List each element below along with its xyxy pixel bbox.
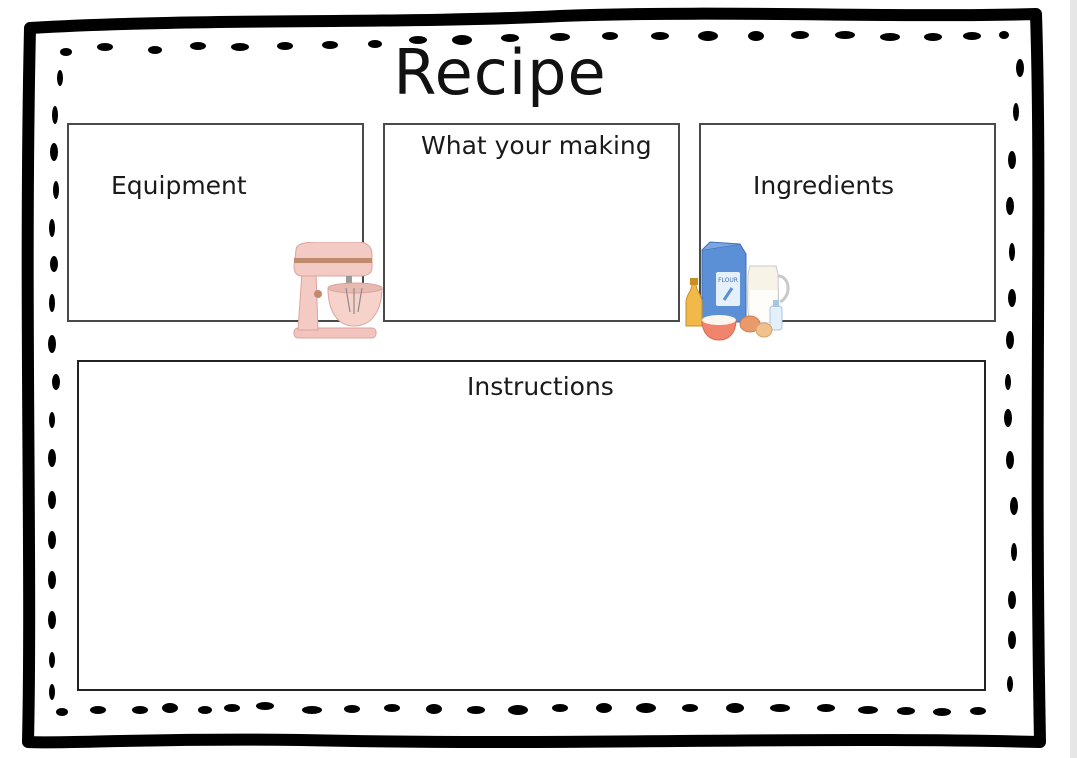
equipment-label: Equipment: [111, 171, 247, 200]
what-making-label: What your making: [421, 131, 652, 160]
page-title: Recipe: [393, 36, 607, 109]
baking-ingredients-icon: FLOUR: [685, 241, 790, 341]
stand-mixer-icon: [293, 242, 383, 339]
scrollbar-track[interactable]: [1070, 0, 1077, 758]
ingredients-label: Ingredients: [753, 171, 895, 200]
instructions-box[interactable]: Instructions: [77, 360, 986, 691]
equipment-box[interactable]: Equipment: [67, 123, 364, 322]
dotted-inner-border: [48, 31, 1024, 716]
outer-thick-border: [21, 7, 1046, 749]
svg-text:FLOUR: FLOUR: [718, 277, 738, 284]
what-making-box[interactable]: What your making: [383, 123, 680, 322]
instructions-label: Instructions: [467, 372, 614, 401]
